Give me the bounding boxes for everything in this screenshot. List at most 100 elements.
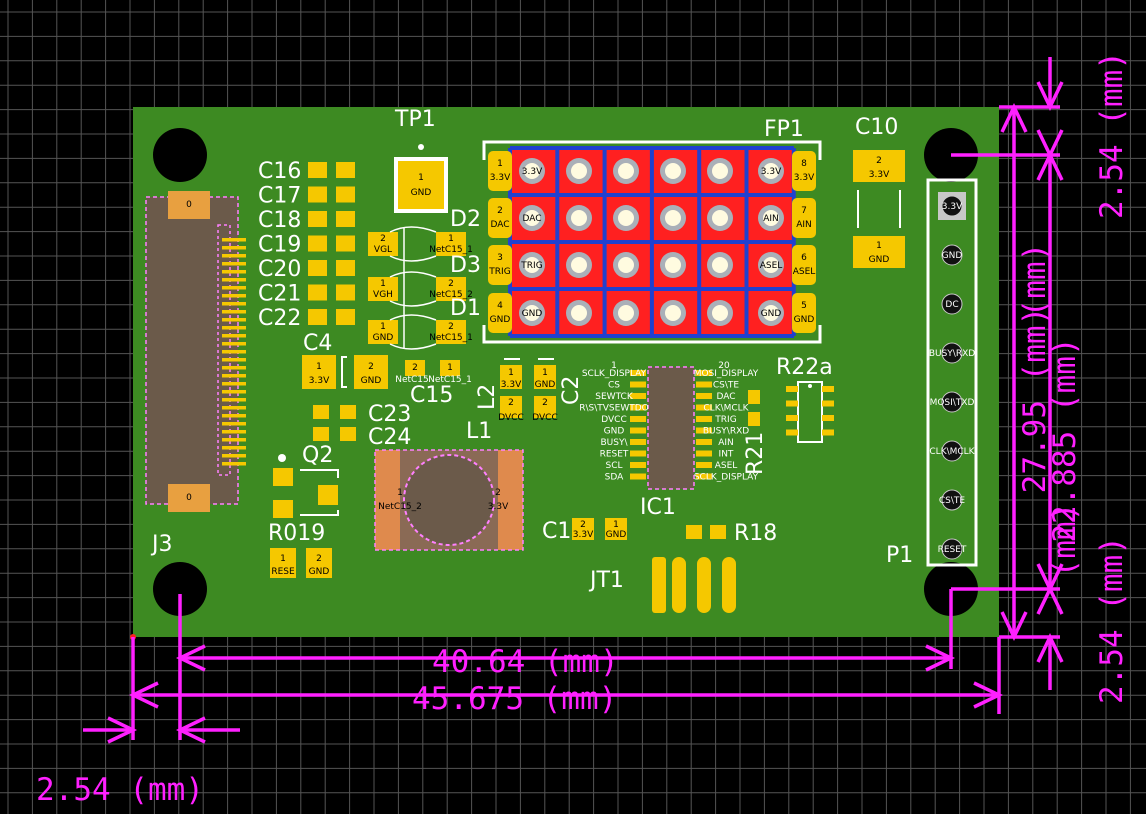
inductor-l1[interactable] [374, 449, 524, 551]
capacitor-c4[interactable] [302, 355, 388, 389]
diode-array [368, 226, 466, 350]
p1-pin-label: CS\TE [939, 496, 966, 506]
cap-pad [336, 235, 355, 252]
inductor-l2-c2[interactable] [500, 358, 556, 418]
transistor-q2[interactable] [273, 454, 339, 518]
p1-pin-label: DC [945, 300, 958, 310]
ic1-right-net: AIN [718, 438, 734, 448]
p1-pin-label: BUSY\RXD [929, 349, 975, 359]
c4-pad-num: 1 [316, 362, 322, 372]
c2-pad-net: GND [535, 380, 556, 390]
fp1-pad-num: 2 [497, 206, 503, 216]
r18-label: R18 [734, 521, 777, 546]
cap-pad [336, 162, 355, 178]
c4-label: C4 [303, 331, 332, 356]
fp1-pad-net: TRIG [488, 267, 510, 277]
resistor-r21[interactable] [748, 390, 760, 426]
ic1-left-net: BUSY\ [600, 438, 628, 448]
dim-width-board: 45.675 (mm) [412, 681, 617, 717]
fp1-pad-net: GND [794, 315, 815, 325]
c10-pad-num: 1 [876, 241, 882, 251]
c24-label: C24 [368, 425, 411, 450]
connector-j3[interactable] [145, 191, 246, 512]
dim-height-board-unit: (mm) [1017, 243, 1053, 318]
c2-pad-num: 2 [542, 398, 548, 408]
tp1-label: TP1 [394, 107, 436, 132]
cap-pad [336, 260, 355, 276]
resistor-r18[interactable] [686, 525, 726, 539]
diode-pad-net: VGL [374, 245, 392, 255]
l2-pad-num: 2 [508, 398, 514, 408]
ic1-label: IC1 [640, 495, 676, 520]
resistor-array-r22a[interactable] [786, 381, 834, 443]
p1-pin-label: 3.3V [942, 202, 963, 212]
fp1-pad-num: 6 [801, 253, 807, 263]
p1-pin [941, 244, 963, 266]
diode-pad-net: VGH [373, 290, 393, 300]
c1-pad-num: 1 [613, 520, 619, 530]
p1-pin [941, 293, 963, 315]
connector-fp1[interactable]: 13.3V2DAC3TRIG4GND83.3V7AIN6ASEL5GND3.3V… [482, 140, 822, 344]
fp1-label: FP1 [764, 117, 804, 142]
q2-label: Q2 [302, 443, 333, 468]
fp1-pad [488, 245, 512, 285]
ic1-right-net: INT [719, 450, 734, 460]
l2-pad-net: 3.3V [501, 380, 522, 390]
c15-pad-net: NetC15 [395, 375, 429, 385]
ic1-left-net: SEWTCK [595, 392, 634, 402]
j3-label: J3 [150, 532, 173, 557]
c15-label: C15 [410, 383, 453, 408]
dim-offset-x: 2.54 (mm) [36, 772, 204, 808]
fp1-inner-label: GND [761, 309, 782, 319]
j3-pad-num: 0 [186, 200, 192, 210]
p1-pin-label: CLK\MCLK [929, 447, 975, 457]
testpoint-tp1[interactable] [394, 144, 448, 213]
jumper-jt1[interactable] [652, 557, 736, 613]
fp1-inner-label: DAC [522, 214, 541, 224]
p1-pin-label: MOSI\TXD [930, 398, 975, 408]
cap-pad [308, 284, 327, 301]
p1-pin [941, 489, 963, 511]
c4-pad-net: GND [361, 376, 382, 386]
diode-label: D2 [450, 207, 481, 232]
cap-pad [336, 186, 355, 203]
r019-pad-net: RESE [271, 567, 295, 577]
fp1-inner-label: 3.3V [761, 167, 782, 177]
c15-pad-num: 1 [447, 363, 453, 373]
diode-label: D1 [450, 296, 481, 321]
ic1-right-net: CS\TE [713, 381, 740, 391]
cap-column-label: C18 [258, 208, 301, 233]
p1-pin-label: GND [942, 251, 963, 261]
diode-label: D3 [450, 253, 481, 278]
fp1-inner-label: 3.3V [522, 167, 543, 177]
capacitor-c1[interactable] [572, 518, 627, 540]
ic1-left-net: R\S\TVSEWTDO [579, 404, 649, 414]
ic1-right-net: ASEL [715, 461, 738, 471]
c15-pad-net: NetC15_1 [428, 375, 472, 385]
header-p1[interactable]: 3.3V GND DC BUSY\RXD MOSI\TXD CLK\MCLK CS\TE RE… [926, 178, 978, 567]
fp1-pad-num: 3 [497, 253, 503, 263]
ic1-left-net: RESET [600, 450, 629, 460]
cap-pad [308, 211, 327, 227]
capacitor-c10[interactable] [853, 150, 905, 268]
c15-pad-num: 2 [412, 363, 418, 373]
l2-pad-num: 1 [508, 368, 514, 378]
c2-pad-net: DVCC [532, 413, 558, 423]
fp1-pad-net: GND [490, 315, 511, 325]
resistor-r019[interactable] [270, 548, 332, 578]
diode-pad-net: NetC15_1 [429, 245, 473, 255]
diode-pad-net: GND [373, 333, 394, 343]
capacitor-c15[interactable] [405, 360, 460, 376]
dim-offset-top: 2.54 (mm) [1094, 51, 1130, 219]
cap-pad [308, 186, 327, 203]
fp1-pad-net: AIN [796, 220, 812, 230]
fp1-pad-net: 3.3V [794, 173, 815, 183]
l2-pad-net: DVCC [498, 413, 524, 423]
r019-pad-num: 2 [316, 554, 322, 564]
capacitors-c23-c24[interactable] [313, 405, 356, 441]
fp1-pad-num: 1 [497, 159, 503, 169]
p1-pin-label: RESET [938, 545, 967, 555]
